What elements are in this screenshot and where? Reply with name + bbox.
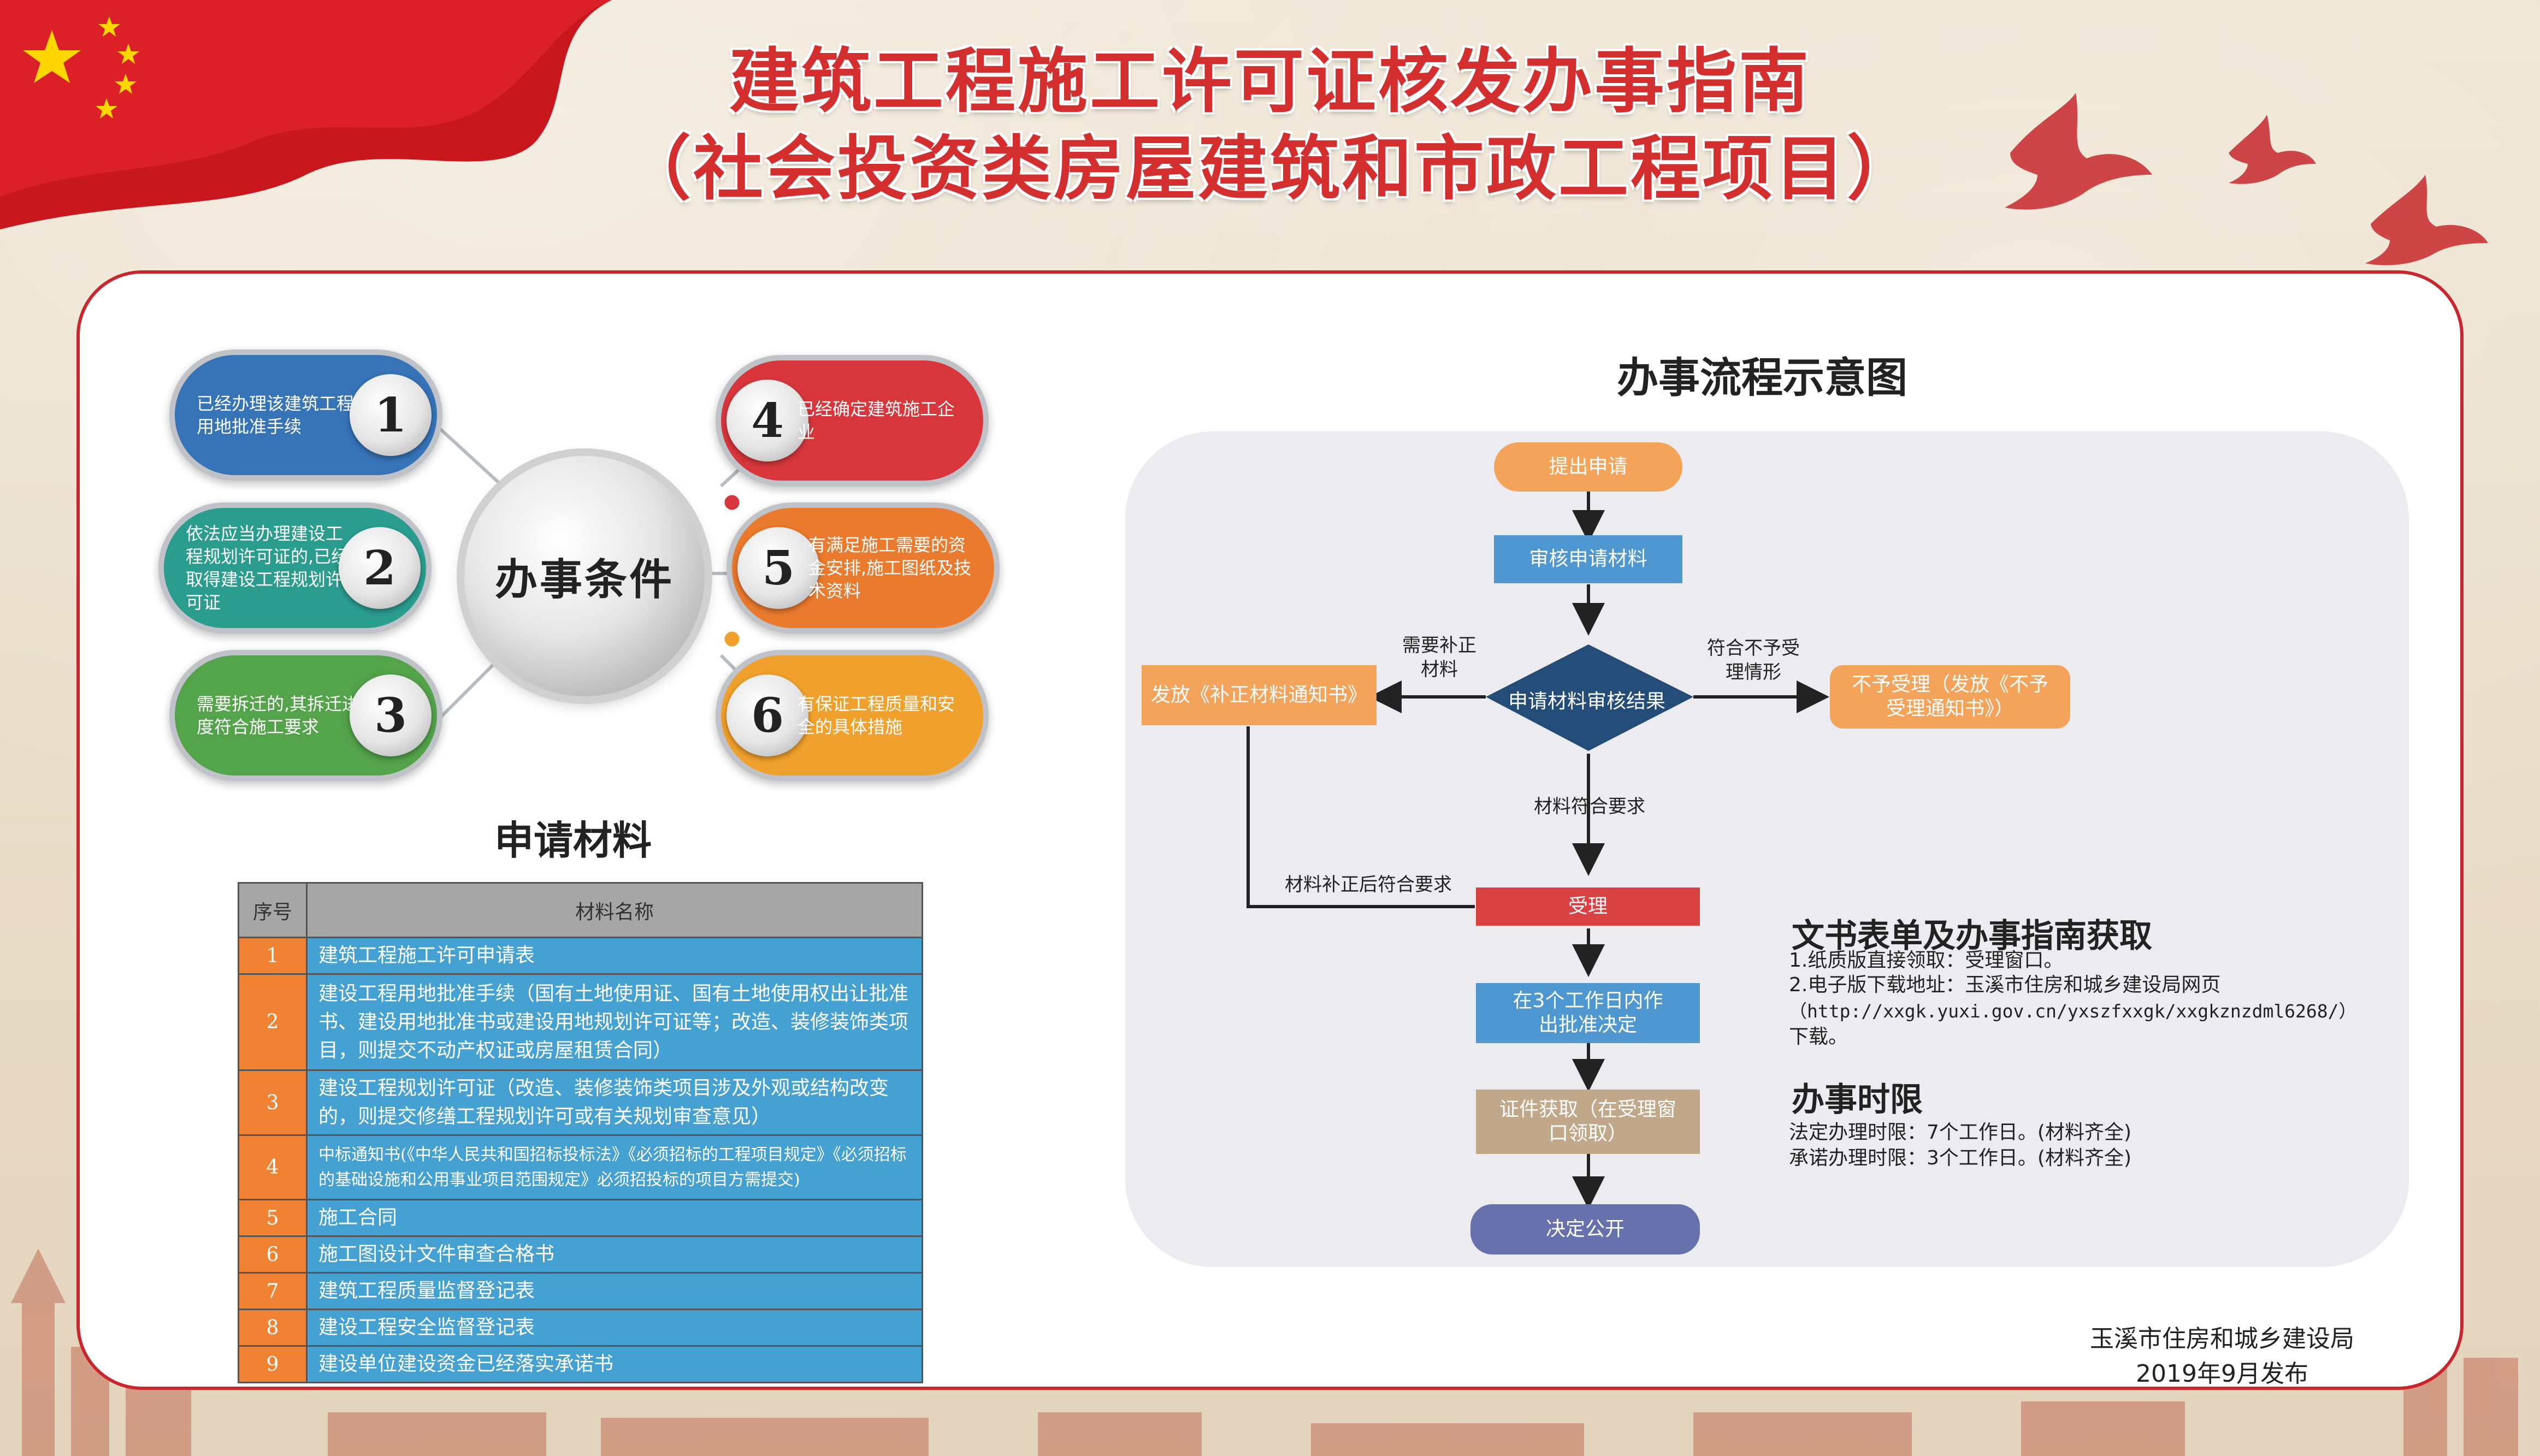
row-name: 建设工程用地批准手续（国有土地使用证、国有土地使用权出让批准书、建设用地批准书或… xyxy=(306,973,923,1071)
table-row: 8 建设工程安全监督登记表 xyxy=(238,1309,923,1347)
documents-line-3: （http://xxgk.yuxi.gov.cn/yxszfxxgk/xxgkz… xyxy=(1789,1001,2357,1022)
row-name: 建设工程规划许可证（改造、装修装饰类项目涉及外观或结构改变的，则提交修缮工程规划… xyxy=(306,1069,923,1136)
condition-number: 5 xyxy=(737,527,819,609)
table-row: 4 中标通知书(《中华人民共和国招标投标法》《必须招标的工程项目规定》《必须招标… xyxy=(238,1134,923,1200)
table-row: 5 施工合同 xyxy=(238,1199,923,1237)
flow-step-publish: 决定公开 xyxy=(1470,1204,1700,1254)
condition-number: 6 xyxy=(726,674,808,756)
row-name: 建设单位建设资金已经落实承诺书 xyxy=(306,1345,923,1383)
header: 建筑工程施工许可证核发办事指南 （社会投资类房屋建筑和市政工程项目） xyxy=(0,38,2540,213)
row-number: 5 xyxy=(238,1199,308,1237)
condition-item-1: 已经办理该建筑工程用地批准手续 1 xyxy=(169,350,442,481)
row-number: 8 xyxy=(238,1309,308,1347)
row-name: 建筑工程质量监督登记表 xyxy=(306,1272,923,1310)
condition-text: 依法应当办理建设工程规划许可证的,已经取得建设工程规划许可证 xyxy=(186,523,349,613)
flow-step-result: 申请材料审核结果 xyxy=(1508,690,1665,713)
conditions-center-label: 办事条件 xyxy=(494,555,674,605)
flag-decoration xyxy=(0,0,612,229)
footer-org: 玉溪市住房和城乡建设局 xyxy=(2090,1325,2354,1353)
flow-background xyxy=(1125,431,2409,1267)
time-limit-title: 办事时限 xyxy=(1792,1081,1923,1119)
flow-step-review: 审核申请材料 xyxy=(1494,535,1682,583)
flow-step-apply: 提出申请 xyxy=(1494,442,1682,492)
row-name: 施工合同 xyxy=(306,1199,923,1237)
row-name: 中标通知书(《中华人民共和国招标投标法》《必须招标的工程项目规定》《必须招标的基… xyxy=(306,1134,923,1200)
birds-decoration xyxy=(2005,93,2488,265)
documents-line-2: 2.电子版下载地址：玉溪市住房和城乡建设局网页 xyxy=(1789,974,2221,996)
flow-label-meets: 材料符合要求 xyxy=(1534,796,1645,818)
row-number: 6 xyxy=(238,1235,308,1274)
time-limit-promise: 承诺办理时限：3个工作日。(材料齐全) xyxy=(1789,1147,2131,1169)
condition-number: 4 xyxy=(726,380,808,461)
conditions-center: 办事条件 xyxy=(464,456,705,696)
row-number: 2 xyxy=(238,973,308,1071)
flow-step-decision: 在3个工作日内作出批准决定 xyxy=(1476,983,1700,1043)
condition-item-4: 4 已经确定建筑施工企业 xyxy=(716,355,989,486)
flow-step-accept: 受理 xyxy=(1476,887,1700,926)
condition-item-6: 6 有保证工程质量和安全的具体措施 xyxy=(716,650,989,781)
table-row: 7 建筑工程质量监督登记表 xyxy=(238,1272,923,1310)
time-limit-legal: 法定办理时限：7个工作日。(材料齐全) xyxy=(1789,1121,2131,1144)
row-number: 4 xyxy=(238,1134,308,1200)
connector-dot xyxy=(722,492,742,513)
star-icon xyxy=(117,44,139,64)
condition-number: 3 xyxy=(350,674,432,756)
connector-dot xyxy=(722,629,742,649)
flow-connectors xyxy=(1247,492,1829,1209)
documents-line-4: 下载。 xyxy=(1789,1026,1848,1048)
table-row: 6 施工图设计文件审查合格书 xyxy=(238,1235,923,1274)
flow-title: 办事流程示意图 xyxy=(1617,353,1907,402)
footer: 玉溪市住房和城乡建设局 2019年9月发布 xyxy=(2090,1319,2354,1389)
condition-text: 有保证工程质量和安全的具体措施 xyxy=(798,694,955,737)
condition-number: 2 xyxy=(339,527,421,609)
condition-text: 有满足施工需要的资金安排,施工图纸及技术资料 xyxy=(808,535,972,601)
star-icon xyxy=(96,98,117,119)
condition-text: 已经办理该建筑工程用地批准手续 xyxy=(197,393,355,437)
flow-step-certificate: 证件获取（在受理窗口领取） xyxy=(1476,1090,1700,1154)
condition-item-5: 5 有满足施工需要的资金安排,施工图纸及技术资料 xyxy=(726,502,1000,634)
row-number: 3 xyxy=(238,1069,308,1136)
column-header-name: 材料名称 xyxy=(306,882,923,938)
documents-line-1: 1.纸质版直接领取：受理窗口。 xyxy=(1789,949,2064,972)
condition-text: 已经确定建筑施工企业 xyxy=(798,399,955,442)
table-row: 1 建筑工程施工许可申请表 xyxy=(238,937,923,975)
condition-item-2: 依法应当办理建设工程规划许可证的,已经取得建设工程规划许可证 2 xyxy=(158,502,432,634)
flow-step-supplement: 发放《补正材料通知书》 xyxy=(1142,665,1377,725)
footer-date: 2019年9月发布 xyxy=(2136,1360,2308,1388)
star-icon xyxy=(23,30,81,83)
row-name: 建筑工程施工许可申请表 xyxy=(306,937,923,975)
decision-diamond xyxy=(1486,644,1693,751)
materials-table: 序号 材料名称 1 建筑工程施工许可申请表 2 建设工程用地批准手续（国有土地使… xyxy=(238,882,923,1383)
row-number: 7 xyxy=(238,1272,308,1310)
flow-label-after-supplement: 材料补正后符合要求 xyxy=(1285,874,1452,896)
star-icon xyxy=(98,16,120,37)
table-header-row: 序号 材料名称 xyxy=(238,882,923,938)
row-number: 9 xyxy=(238,1345,308,1383)
condition-number: 1 xyxy=(350,374,432,456)
table-row: 9 建设单位建设资金已经落实承诺书 xyxy=(238,1345,923,1383)
condition-item-3: 需要拆迁的,其拆迁进度符合施工要求 3 xyxy=(169,650,442,781)
row-name: 建设工程安全监督登记表 xyxy=(306,1309,923,1347)
column-header-no: 序号 xyxy=(238,882,308,938)
documents-title: 文书表单及办事指南获取 xyxy=(1792,917,2152,955)
page-subtitle: （社会投资类房屋建筑和市政工程项目） xyxy=(621,128,1919,210)
table-row: 3 建设工程规划许可证（改造、装修装饰类项目涉及外观或结构改变的，则提交修缮工程… xyxy=(238,1069,923,1136)
table-row: 2 建设工程用地批准手续（国有土地使用证、国有土地使用权出让批准书、建设用地批准… xyxy=(238,973,923,1071)
flow-label-reject: 符合不予受理情形 xyxy=(1707,637,1800,683)
flow-label-supplement: 需要补正材料 xyxy=(1402,635,1476,680)
flow-step-reject: 不予受理（发放《不予受理通知书》） xyxy=(1830,665,2070,729)
condition-text: 需要拆迁的,其拆迁进度符合施工要求 xyxy=(197,694,360,737)
row-name: 施工图设计文件审查合格书 xyxy=(306,1235,923,1274)
page-title: 建筑工程施工许可证核发办事指南 xyxy=(729,41,1811,122)
materials-title: 申请材料 xyxy=(494,817,652,863)
row-number: 1 xyxy=(238,937,308,975)
star-icon xyxy=(115,74,137,94)
